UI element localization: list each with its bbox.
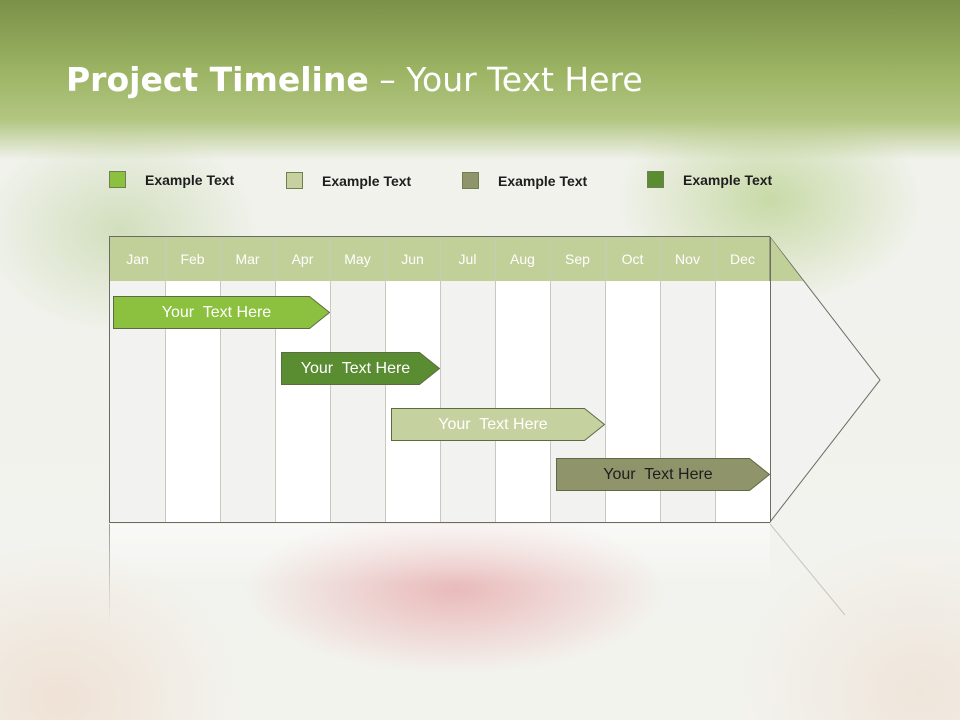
task-bar-4[interactable]: Your Text Here bbox=[556, 458, 770, 491]
month-divider bbox=[275, 237, 276, 522]
timeline-frame-bottom bbox=[109, 522, 770, 523]
month-label-nov: Nov bbox=[675, 251, 700, 267]
month-divider bbox=[550, 237, 551, 522]
task-arrow-shape bbox=[281, 352, 440, 385]
month-label-dec: Dec bbox=[730, 251, 755, 267]
task-label-1: Your Text Here bbox=[161, 303, 272, 321]
month-divider bbox=[715, 237, 716, 522]
month-label-jun: Jun bbox=[401, 251, 424, 267]
month-column-aug bbox=[495, 281, 550, 522]
task-bar-3[interactable]: Your Text Here bbox=[391, 408, 605, 441]
month-divider bbox=[165, 237, 166, 522]
month-label-mar: Mar bbox=[235, 251, 260, 267]
legend-swatch-2 bbox=[286, 172, 303, 189]
month-divider bbox=[605, 237, 606, 522]
page-title-rest: – Your Text Here bbox=[368, 60, 643, 99]
task-label-2: Your Text Here bbox=[300, 359, 411, 377]
task-arrow-shape bbox=[113, 296, 330, 329]
month-divider bbox=[220, 237, 221, 522]
legend-swatch-1 bbox=[109, 171, 126, 188]
month-label-feb: Feb bbox=[180, 251, 205, 267]
month-label-oct: Oct bbox=[621, 251, 644, 267]
month-label-sep: Sep bbox=[565, 251, 590, 267]
month-column-jun bbox=[385, 281, 440, 522]
month-divider bbox=[440, 237, 441, 522]
month-column-jul bbox=[440, 281, 495, 522]
legend-label-3: Example Text bbox=[498, 173, 588, 189]
legend-label-2: Example Text bbox=[322, 173, 412, 189]
legend-label-4: Example Text bbox=[683, 172, 773, 188]
task-label-3: Your Text Here bbox=[438, 415, 548, 433]
task-bar-1[interactable]: Your Text Here bbox=[113, 296, 330, 329]
month-divider bbox=[660, 237, 661, 522]
legend-swatch-4 bbox=[647, 171, 664, 188]
task-arrow-shape bbox=[391, 408, 605, 441]
month-label-apr: Apr bbox=[291, 251, 314, 267]
timeline-arrow-base-line bbox=[770, 237, 771, 522]
month-label-aug: Aug bbox=[510, 251, 535, 267]
task-arrow-shape bbox=[556, 458, 770, 491]
timeline-frame-top bbox=[109, 236, 770, 237]
month-label-may: May bbox=[344, 251, 371, 267]
timeline-reflection-line bbox=[109, 524, 110, 624]
task-bar-2[interactable]: Your Text Here bbox=[281, 352, 440, 385]
task-label-4: Your Text Here bbox=[603, 465, 713, 483]
page-title-bold: Project Timeline bbox=[66, 60, 369, 99]
month-label-jan: Jan bbox=[126, 251, 149, 267]
header-band bbox=[0, 0, 960, 160]
timeline-frame-left bbox=[109, 236, 110, 523]
page-title: Project Timeline – Your Text Here bbox=[66, 60, 643, 99]
month-column-may bbox=[330, 281, 385, 522]
legend-swatch-3 bbox=[462, 172, 479, 189]
month-label-jul: Jul bbox=[458, 251, 477, 267]
month-divider bbox=[495, 237, 496, 522]
legend-label-1: Example Text bbox=[145, 172, 235, 188]
timeline-reflection bbox=[110, 524, 770, 584]
